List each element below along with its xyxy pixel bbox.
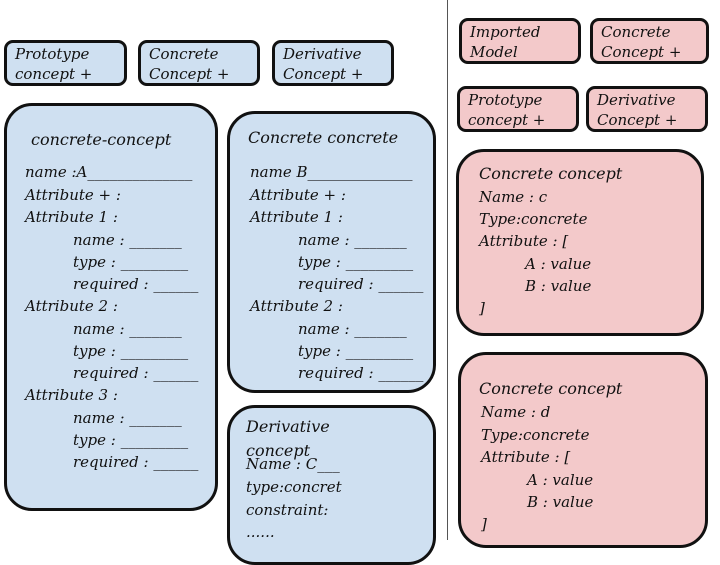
concrete-concept-card-a[interactable]: concrete-concept name :A______________ A… <box>4 103 218 511</box>
attribute-heading: Attribute 1 : <box>250 208 343 226</box>
constraint-field[interactable]: constraint: <box>246 501 329 519</box>
type-value: Type:concrete <box>479 210 588 228</box>
panel-divider <box>447 0 448 540</box>
attribute-type-field[interactable]: type : _________ <box>298 342 414 360</box>
attribute-required-field[interactable]: required : ______ <box>298 275 424 293</box>
button-label-line2: Concept + <box>283 65 364 83</box>
card-title: Concrete concept <box>479 379 623 398</box>
concrete-concept-button-right[interactable]: Concrete Concept + <box>590 18 709 64</box>
card-title: concrete-concept <box>31 130 172 149</box>
attribute-heading: Attribute 3 : <box>25 386 118 404</box>
attribute-entry: B : value <box>525 277 592 295</box>
concrete-concept-button[interactable]: Concrete Concept + <box>138 40 260 86</box>
concrete-concept-card-b[interactable]: Concrete concrete name B______________ A… <box>227 111 436 393</box>
attribute-name-field[interactable]: name : _______ <box>298 231 407 249</box>
button-label-line2: Concept + <box>597 111 678 129</box>
attribute-entry: A : value <box>525 255 592 273</box>
imported-concept-card-c[interactable]: Concrete concept Name : c Type:concrete … <box>456 149 704 336</box>
attribute-entry: A : value <box>527 471 594 489</box>
attribute-required-field[interactable]: required : ______ <box>73 453 199 471</box>
attribute-heading: Attribute 2 : <box>25 297 118 315</box>
attribute-entry: B : value <box>527 493 594 511</box>
type-field[interactable]: type:concret <box>246 478 342 496</box>
attribute-name-field[interactable]: name : _______ <box>73 231 182 249</box>
imported-model-button[interactable]: Imported Model <box>459 18 581 64</box>
derivative-concept-button-right[interactable]: Derivative Concept + <box>586 86 708 132</box>
card-title-line2: concept <box>246 441 310 460</box>
button-label-line2: Concept + <box>149 65 230 83</box>
type-value: Type:concrete <box>481 426 590 444</box>
derivative-concept-card[interactable]: Derivative concept Name : C___ type:conc… <box>227 405 436 565</box>
attribute-type-field[interactable]: type : _________ <box>298 253 414 271</box>
name-value: Name : c <box>479 188 548 206</box>
button-label-line2: Model <box>470 43 518 61</box>
button-label-line1: Concrete <box>149 45 219 63</box>
button-label-line1: Concrete <box>601 23 671 41</box>
prototype-concept-button-right[interactable]: Prototype concept + <box>457 86 579 132</box>
name-field[interactable]: name :A______________ <box>25 163 193 181</box>
attribute-type-field[interactable]: type : _________ <box>73 431 189 449</box>
attribute-required-field[interactable]: required : ______ <box>298 364 424 382</box>
card-title: Concrete concrete <box>248 128 399 147</box>
attribute-open: Attribute : [ <box>479 232 569 250</box>
imported-concept-card-d[interactable]: Concrete concept Name : d Type:concrete … <box>458 352 708 548</box>
derivative-concept-button[interactable]: Derivative Concept + <box>272 40 394 86</box>
button-label-line1: Derivative <box>283 45 362 63</box>
attribute-heading: Attribute 2 : <box>250 297 343 315</box>
attribute-required-field[interactable]: required : ______ <box>73 275 199 293</box>
name-field[interactable]: name B______________ <box>250 163 413 181</box>
add-attribute[interactable]: Attribute + : <box>250 186 346 204</box>
attribute-name-field[interactable]: name : _______ <box>298 320 407 338</box>
button-label-line1: Imported <box>470 23 541 41</box>
attribute-open: Attribute : [ <box>481 448 571 466</box>
add-attribute[interactable]: Attribute + : <box>25 186 121 204</box>
attribute-name-field[interactable]: name : _______ <box>73 320 182 338</box>
attribute-close: ] <box>479 299 485 317</box>
button-label-line1: Prototype <box>15 45 90 63</box>
ellipsis: ...... <box>246 523 275 541</box>
attribute-close: ] <box>481 515 487 533</box>
button-label-line1: Derivative <box>597 91 676 109</box>
button-label-line2: concept + <box>468 111 546 129</box>
name-value: Name : d <box>481 403 551 421</box>
name-field[interactable]: Name : C___ <box>246 455 340 473</box>
card-title-line1: Derivative <box>246 417 330 436</box>
card-title: Concrete concept <box>479 164 623 183</box>
prototype-concept-button[interactable]: Prototype concept + <box>4 40 127 86</box>
button-label-line2: concept + <box>15 65 93 83</box>
attribute-name-field[interactable]: name : _______ <box>73 409 182 427</box>
attribute-type-field[interactable]: type : _________ <box>73 253 189 271</box>
button-label-line2: Concept + <box>601 43 682 61</box>
attribute-heading: Attribute 1 : <box>25 208 118 226</box>
attribute-required-field[interactable]: required : ______ <box>73 364 199 382</box>
attribute-type-field[interactable]: type : _________ <box>73 342 189 360</box>
button-label-line1: Prototype <box>468 91 543 109</box>
